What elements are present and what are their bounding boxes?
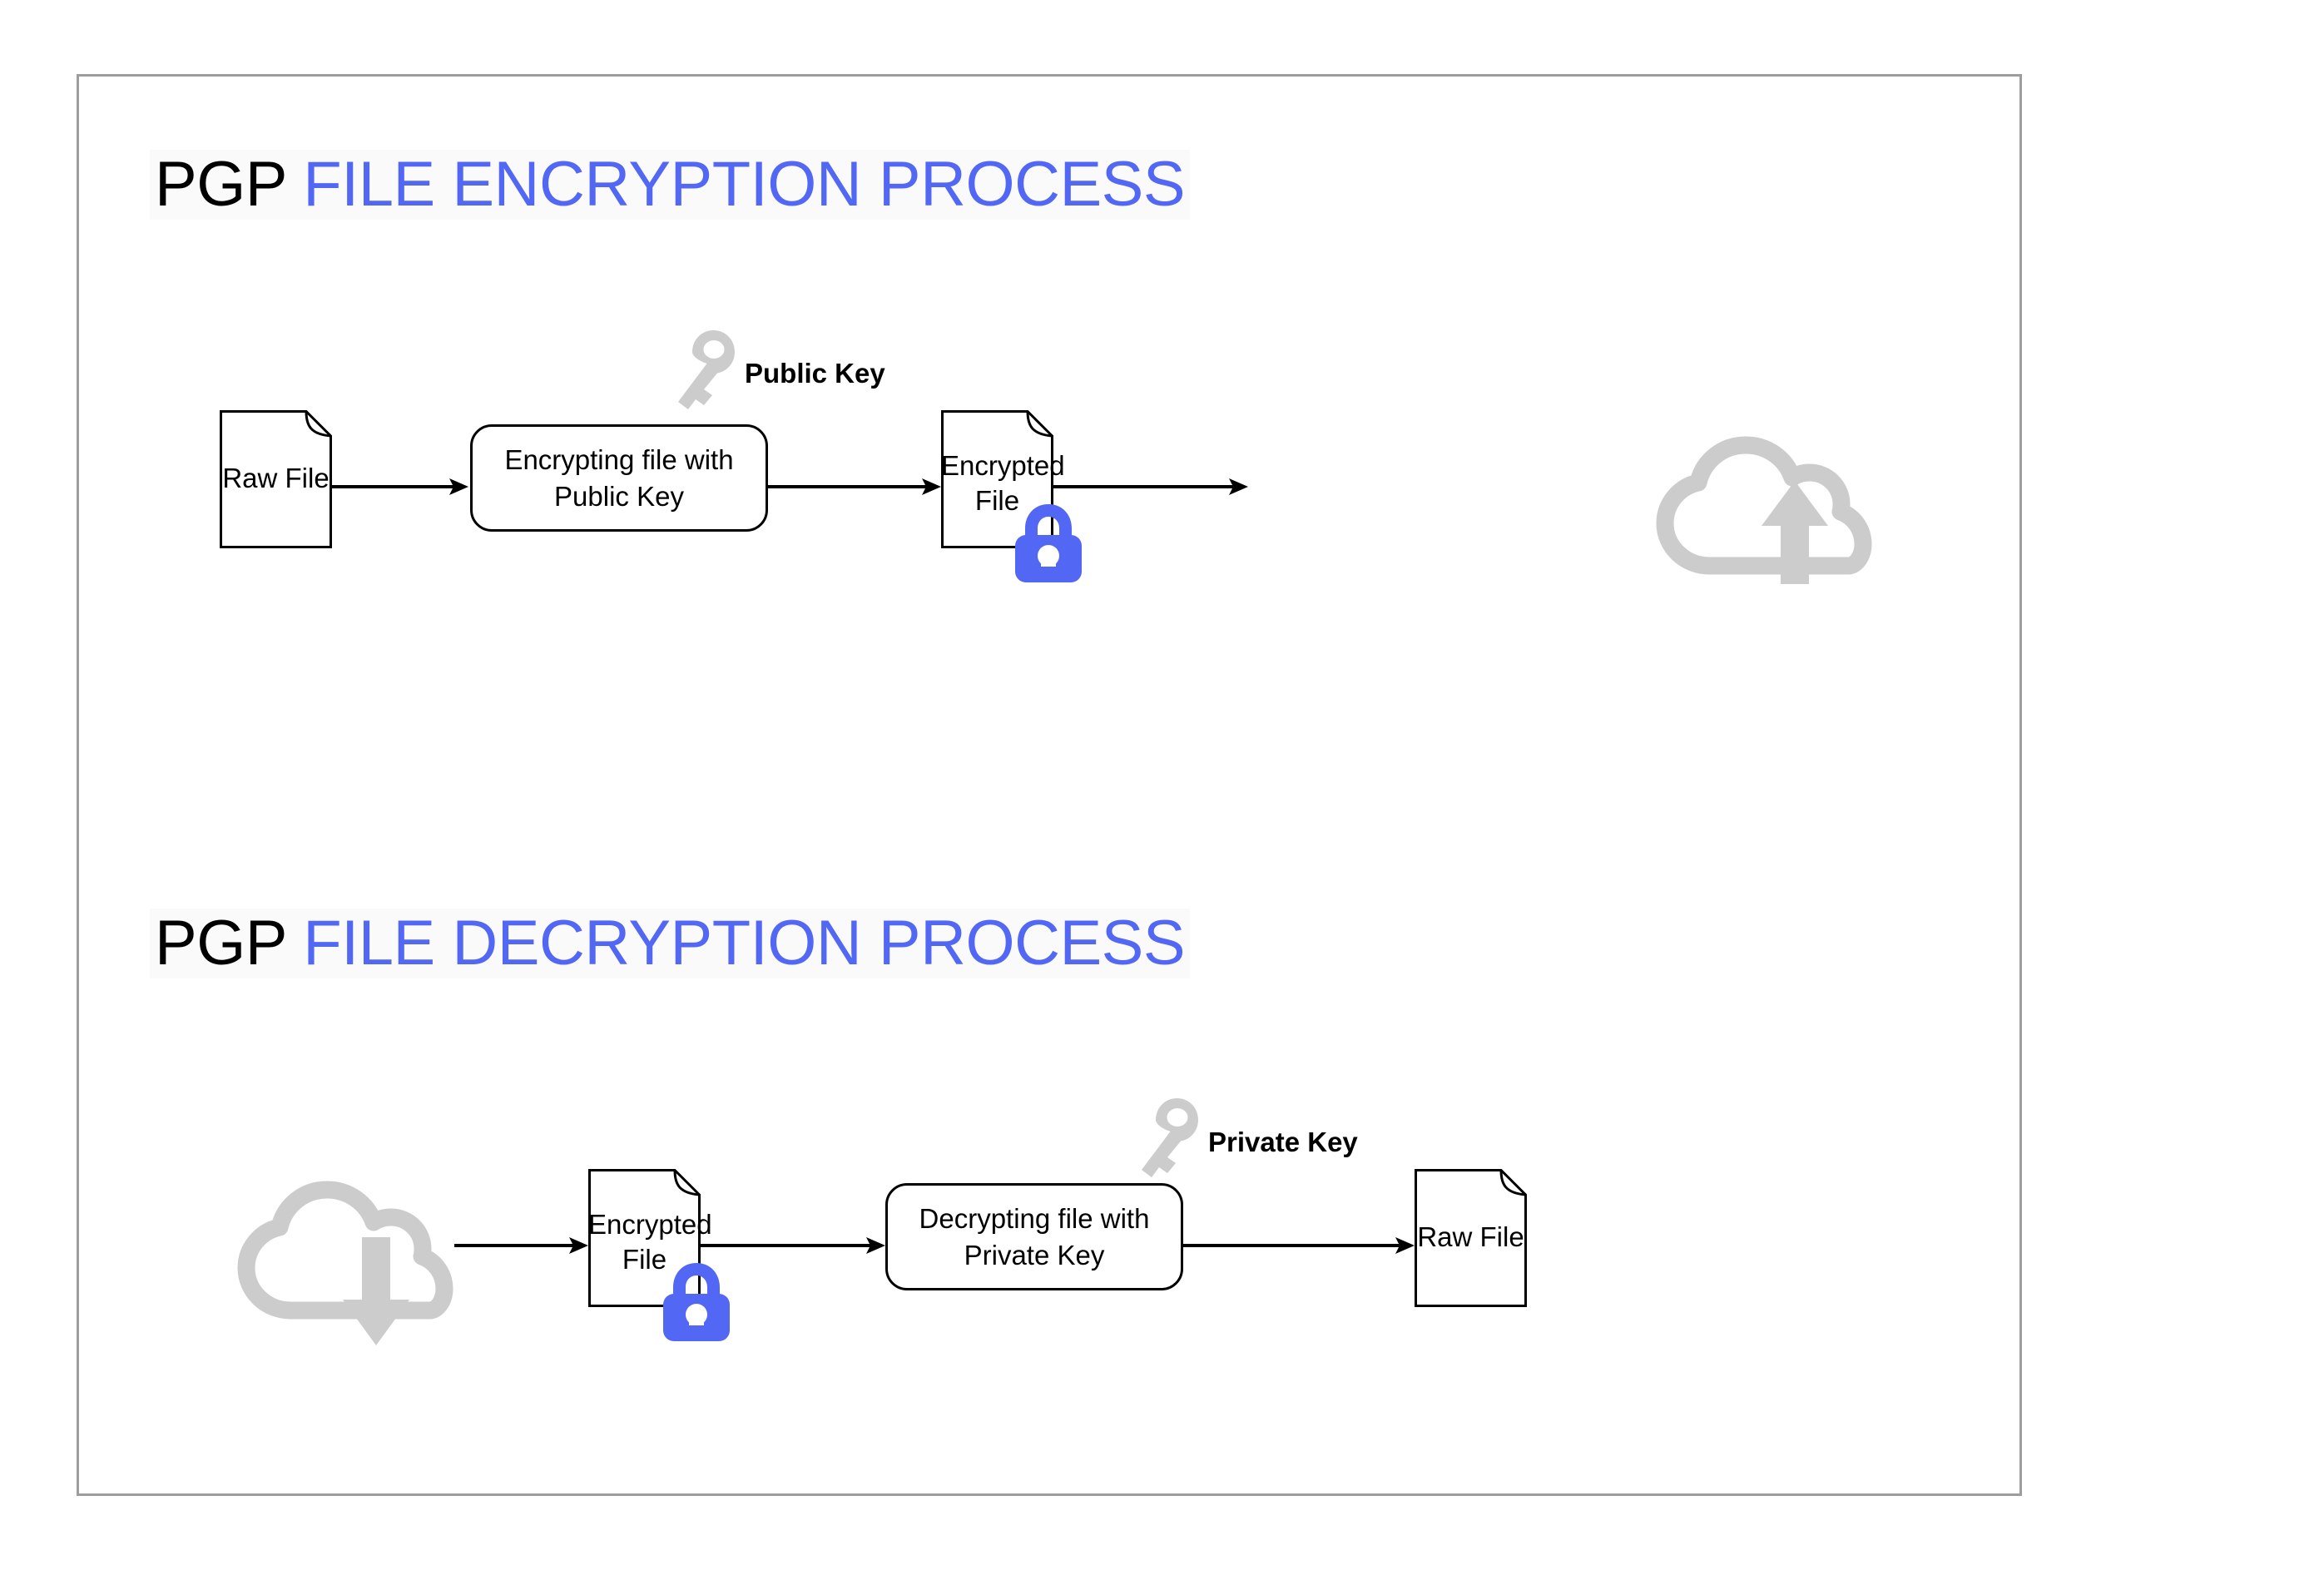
encryption-title-blue: FILE ENCRYPTION PROCESS — [303, 149, 1186, 220]
encryption-title-dark: PGP — [155, 149, 286, 220]
raw-file-in-node[interactable]: Raw File — [220, 410, 332, 548]
decrypt-process-node[interactable]: Decrypting file with Private Key — [885, 1183, 1183, 1290]
diagram-frame: PGP FILE ENCRYPTION PROCESS Public Key R… — [77, 74, 2022, 1496]
encrypt-process-node[interactable]: Encrypting file with Public Key — [470, 424, 768, 532]
connector-encrypt-to-encryptedfile — [768, 477, 941, 495]
lock-icon — [659, 1261, 734, 1343]
decryption-title-blue: FILE DECRYPTION PROCESS — [303, 908, 1186, 978]
decryption-title-dark: PGP — [155, 908, 286, 978]
connector-rawfile-to-encrypt — [332, 477, 468, 495]
raw-file-out-node[interactable]: Raw File — [1415, 1169, 1527, 1307]
connector-encryptedfile-to-decrypt — [701, 1236, 885, 1254]
connector-decrypt-to-rawfile — [1183, 1236, 1415, 1254]
connector-cloud-to-encryptedfile — [454, 1236, 588, 1254]
cloud-upload-icon — [1652, 424, 1873, 584]
key-icon — [1140, 1097, 1198, 1180]
encryption-section-title: PGP FILE ENCRYPTION PROCESS — [150, 149, 1191, 220]
public-key-label: Public Key — [745, 358, 885, 389]
decrypt-process-label: Decrypting file with Private Key — [919, 1202, 1150, 1270]
decryption-section-title: PGP FILE DECRYPTION PROCESS — [150, 908, 1191, 978]
key-icon — [676, 329, 735, 412]
encrypt-process-label: Encrypting file with Public Key — [504, 443, 734, 512]
cloud-download-icon — [233, 1181, 454, 1345]
connector-encryptedfile-to-cloud — [1053, 477, 1248, 495]
private-key-label: Private Key — [1208, 1127, 1358, 1157]
lock-icon — [1011, 503, 1086, 584]
